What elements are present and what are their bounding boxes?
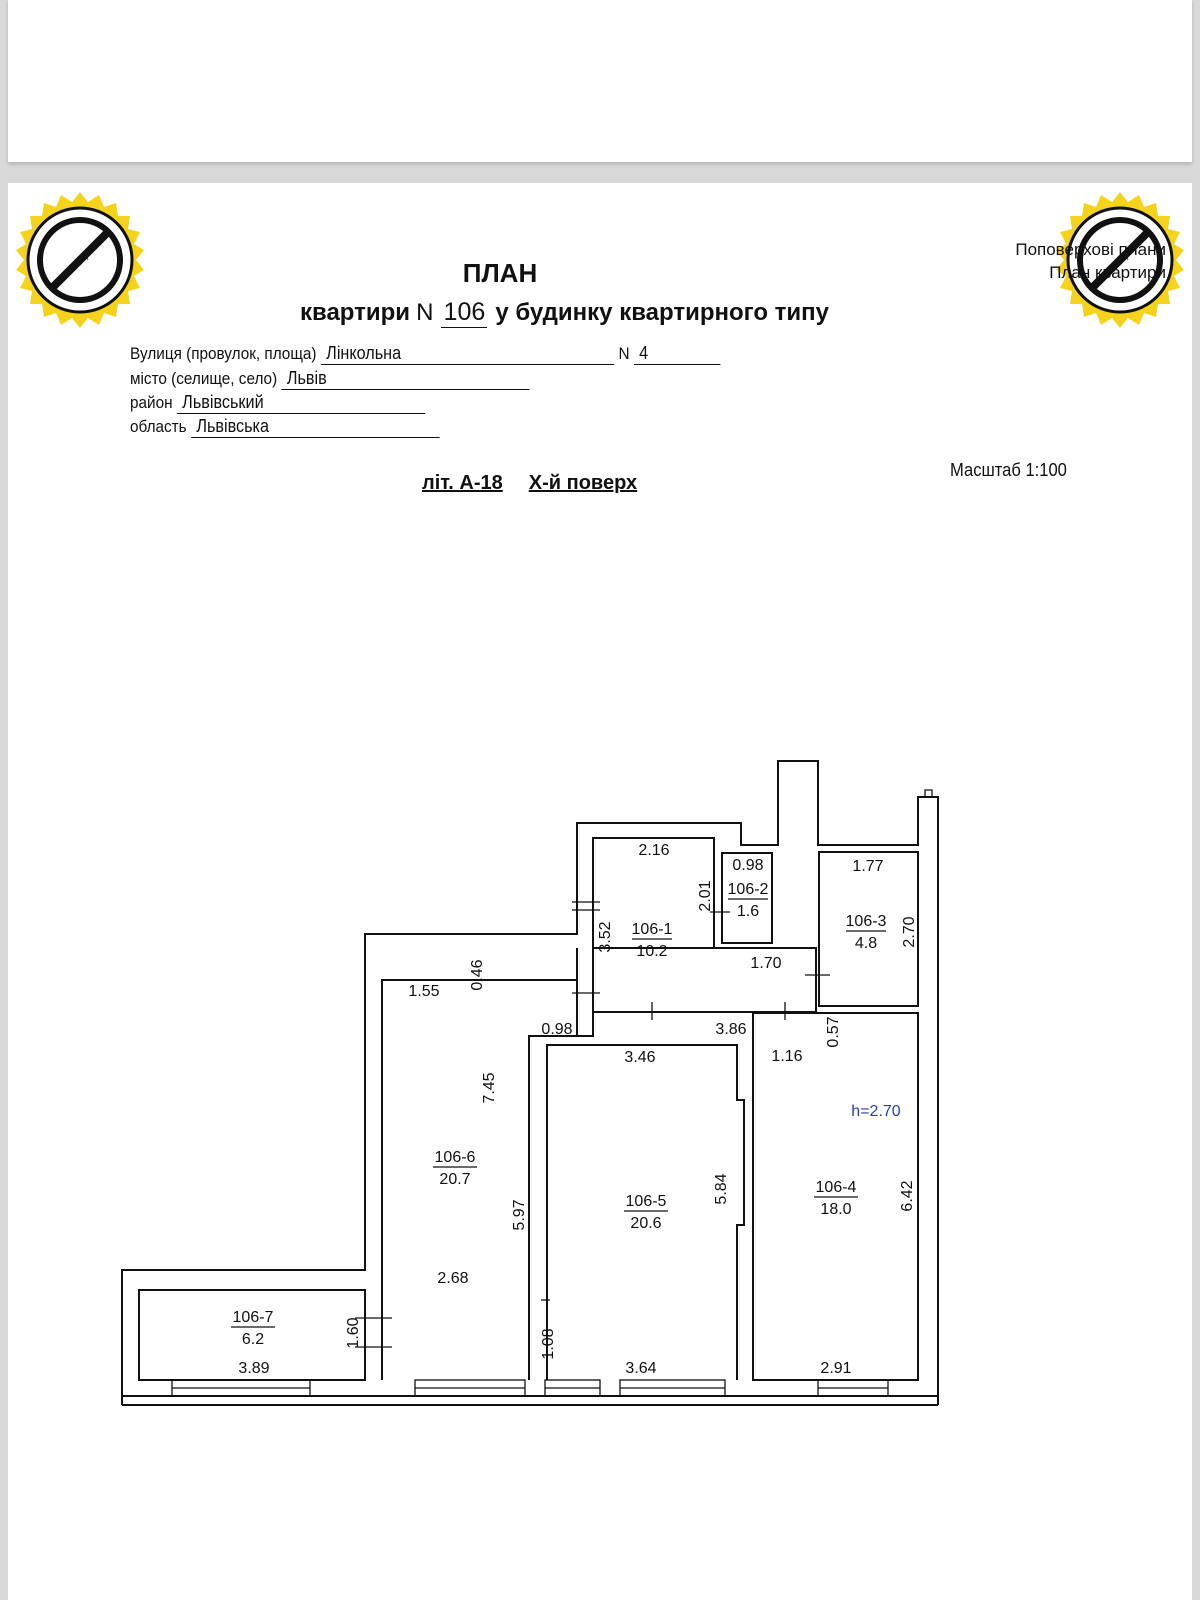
- city-value: Львів: [281, 368, 530, 390]
- dim-r5-right: 5.84: [713, 1173, 730, 1204]
- street-label: Вулиця (провулок, площа): [130, 344, 317, 363]
- room-106-6-outline: [381, 979, 577, 1380]
- dim-r5-left: 1.08: [540, 1328, 557, 1359]
- subtitle-n: N: [416, 299, 434, 326]
- ceiling-height: h=2.70: [851, 1103, 900, 1120]
- dim-r3-right: 2.70: [901, 916, 918, 947]
- dim-r1-bottom-right: 1.70: [750, 955, 781, 972]
- dim-r4-top: 1.16: [771, 1048, 802, 1065]
- district-label: район: [130, 393, 173, 412]
- dim-r7-right: 1.60: [345, 1317, 362, 1348]
- floor-label: Х-й поверх: [528, 472, 638, 494]
- dim-r6-lower: 2.68: [437, 1270, 468, 1287]
- dim-r1-top: 2.16: [638, 842, 669, 859]
- dim-r5-bottom: 3.64: [625, 1360, 656, 1377]
- dim-r1-bottom: 3.86: [715, 1021, 746, 1038]
- city-row: місто (селище, село) Львів: [130, 368, 530, 390]
- room-106-3-id: 106-3: [846, 913, 887, 930]
- dim-r1-left: 3.52: [597, 921, 614, 952]
- dim-r1-right: 2.01: [697, 880, 714, 911]
- room-106-2-id: 106-2: [728, 881, 769, 898]
- apartment-number: 106: [441, 298, 488, 328]
- room-106-3-area: 4.8: [855, 935, 877, 952]
- dim-r6-step: 0.98: [541, 1021, 572, 1038]
- room-106-2-outline: [721, 852, 773, 944]
- city-label: місто (селище, село): [130, 369, 278, 388]
- room-106-6-id: 106-6: [435, 1149, 476, 1166]
- document-title: ПЛАН: [462, 258, 538, 288]
- room-106-7-id: 106-7: [233, 1309, 274, 1326]
- windows: [171, 1379, 889, 1397]
- dim-r6-top: 1.55: [408, 983, 439, 1000]
- pdf-xchange-stamp-icon[interactable]: Click to buy NOW!: [10, 190, 150, 330]
- dim-r6-upper: 7.45: [481, 1072, 498, 1103]
- room-106-1-area: 10.2: [636, 943, 667, 960]
- district-value: Львівський: [176, 392, 426, 414]
- document-page: [8, 183, 1192, 1600]
- room-106-1-outline: [592, 837, 715, 949]
- room-106-3-outline: [818, 851, 919, 1007]
- street-value: Лінкольна: [320, 343, 615, 365]
- dim-r4-bottom: 2.91: [820, 1360, 851, 1377]
- room-outlines: [138, 837, 919, 1381]
- region-row: область Львівська: [130, 416, 440, 438]
- pdf-xchange-stamp-icon[interactable]: Click to buy NOW!: [1050, 190, 1190, 330]
- dim-r3-top: 1.77: [852, 858, 883, 875]
- corner-caption-apartment-plan: План квартири: [1049, 263, 1166, 282]
- room-106-5-outline: [546, 1044, 745, 1380]
- region-value: Львівська: [190, 416, 440, 438]
- room-106-5-area: 20.6: [630, 1215, 661, 1232]
- room-106-5-id: 106-5: [626, 1193, 667, 1210]
- scale-label: Масштаб 1:100: [950, 460, 1067, 480]
- building-letter: літ. А-18: [422, 472, 503, 494]
- room-106-4-area: 18.0: [820, 1201, 851, 1218]
- district-row: район Львівський: [130, 392, 426, 414]
- region-label: область: [130, 417, 187, 436]
- dim-r4-corner: 0.57: [825, 1016, 842, 1047]
- corner-caption-floor-plans: Поповерхові плани: [1015, 240, 1166, 259]
- dim-r6-right: 5.97: [511, 1199, 528, 1230]
- door-marks: [355, 901, 830, 1348]
- dim-r5-top: 3.46: [624, 1049, 655, 1066]
- dim-r7-bottom: 3.89: [238, 1360, 269, 1377]
- room-106-4-id: 106-4: [816, 1179, 857, 1196]
- dim-r6-notch: 0.46: [469, 959, 486, 990]
- subtitle-suffix: у будинку квартирного типу: [495, 299, 830, 326]
- street-row: Вулиця (провулок, площа) Лінкольна N 4: [130, 343, 721, 365]
- dim-r2-top: 0.98: [732, 857, 763, 874]
- room-106-7-area: 6.2: [242, 1331, 264, 1348]
- dimension-labels: 2.16 3.52 2.01 1.70 3.86 0.98 1.77 2.70 …: [238, 842, 918, 1377]
- previous-page: [8, 0, 1192, 162]
- dim-r4-right: 6.42: [899, 1180, 916, 1211]
- room-106-4-outline: [752, 1012, 919, 1381]
- room-labels: 106-1 10.2 106-2 1.6 106-3 4.8 106-4 18.…: [231, 881, 887, 1348]
- room-106-2-area: 1.6: [737, 903, 759, 920]
- room-106-6-area: 20.7: [439, 1171, 470, 1188]
- house-label: N: [618, 344, 630, 363]
- room-106-1-id: 106-1: [632, 921, 673, 938]
- subtitle-prefix: квартири: [300, 299, 411, 326]
- house-value: 4: [633, 343, 721, 365]
- building-letter-floor: літ. А-18 Х-й поверх: [422, 472, 637, 495]
